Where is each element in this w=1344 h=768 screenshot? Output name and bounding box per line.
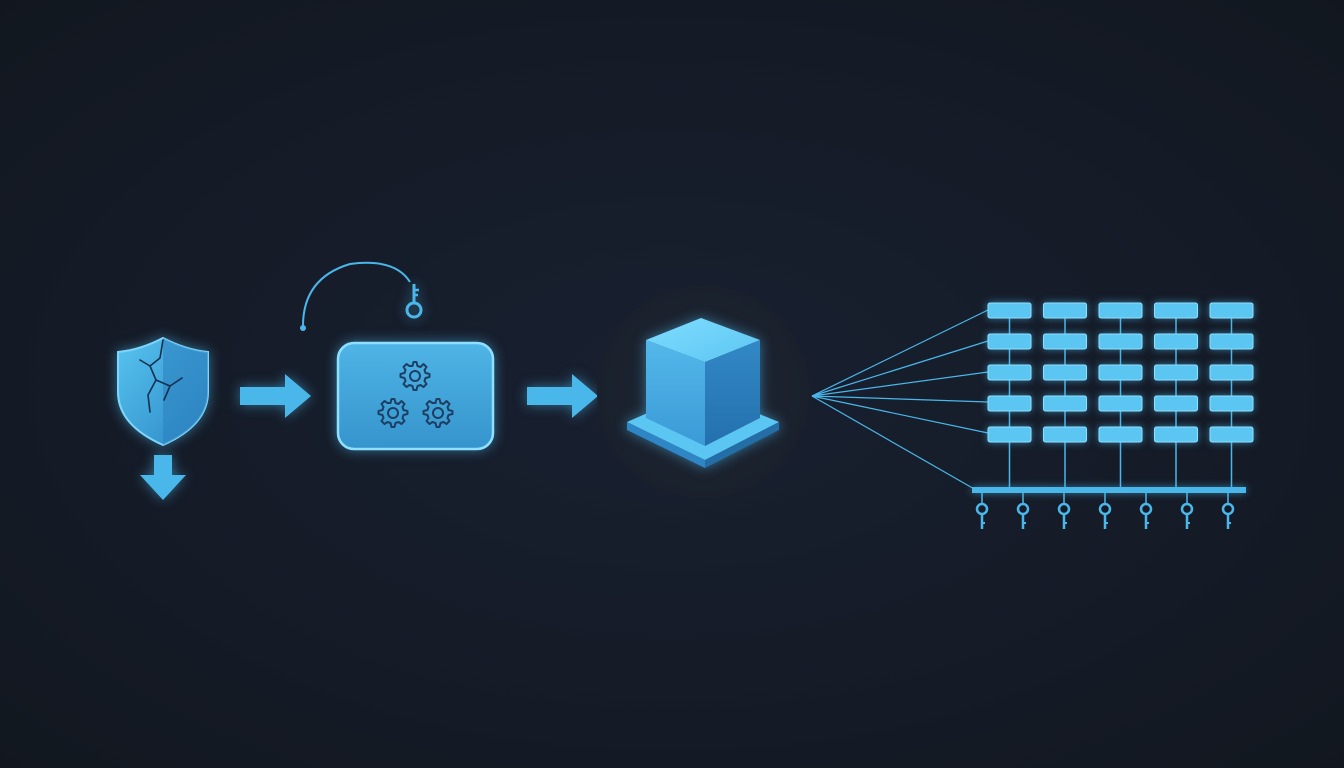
- arrow-down-icon: [140, 455, 186, 500]
- data-block: [1043, 426, 1087, 443]
- key-icon: [1180, 502, 1194, 516]
- key-icon: [1221, 502, 1235, 516]
- data-block: [1209, 364, 1254, 381]
- data-block: [1209, 426, 1254, 443]
- data-block: [1098, 302, 1143, 319]
- cube-icon: [627, 318, 779, 468]
- data-block: [1043, 395, 1087, 412]
- data-block: [1043, 364, 1087, 381]
- data-block: [1154, 426, 1198, 443]
- data-block: [1098, 333, 1143, 350]
- data-block: [1098, 426, 1143, 443]
- key-icon: [1098, 502, 1112, 516]
- gears-processor-icon: [336, 341, 495, 451]
- data-block: [1098, 395, 1143, 412]
- key-arc-icon: [300, 261, 411, 331]
- data-block: [1209, 395, 1254, 412]
- key-icon: [1139, 502, 1153, 516]
- data-block: [1154, 364, 1198, 381]
- data-block: [1209, 302, 1254, 319]
- data-block: [987, 395, 1032, 412]
- data-block: [987, 364, 1032, 381]
- data-block: [987, 333, 1032, 350]
- arrow-right-icon: [240, 374, 311, 418]
- key-icon: [975, 502, 989, 516]
- arrow-right-icon: [527, 374, 598, 418]
- data-block: [1043, 333, 1087, 350]
- data-block: [1154, 395, 1198, 412]
- key-icon: [405, 284, 423, 319]
- cracked-shield-icon: [117, 336, 209, 447]
- data-block: [1043, 302, 1087, 319]
- data-block: [987, 302, 1032, 319]
- base-rail: [972, 487, 1246, 493]
- fan-out-lines: [811, 309, 989, 491]
- key-icon: [1057, 502, 1071, 516]
- data-block: [987, 426, 1032, 443]
- data-block: [1209, 333, 1254, 350]
- data-block: [1098, 364, 1143, 381]
- block-grid: [972, 302, 1254, 529]
- data-block: [1154, 302, 1198, 319]
- data-block: [1154, 333, 1198, 350]
- key-icon: [1016, 502, 1030, 516]
